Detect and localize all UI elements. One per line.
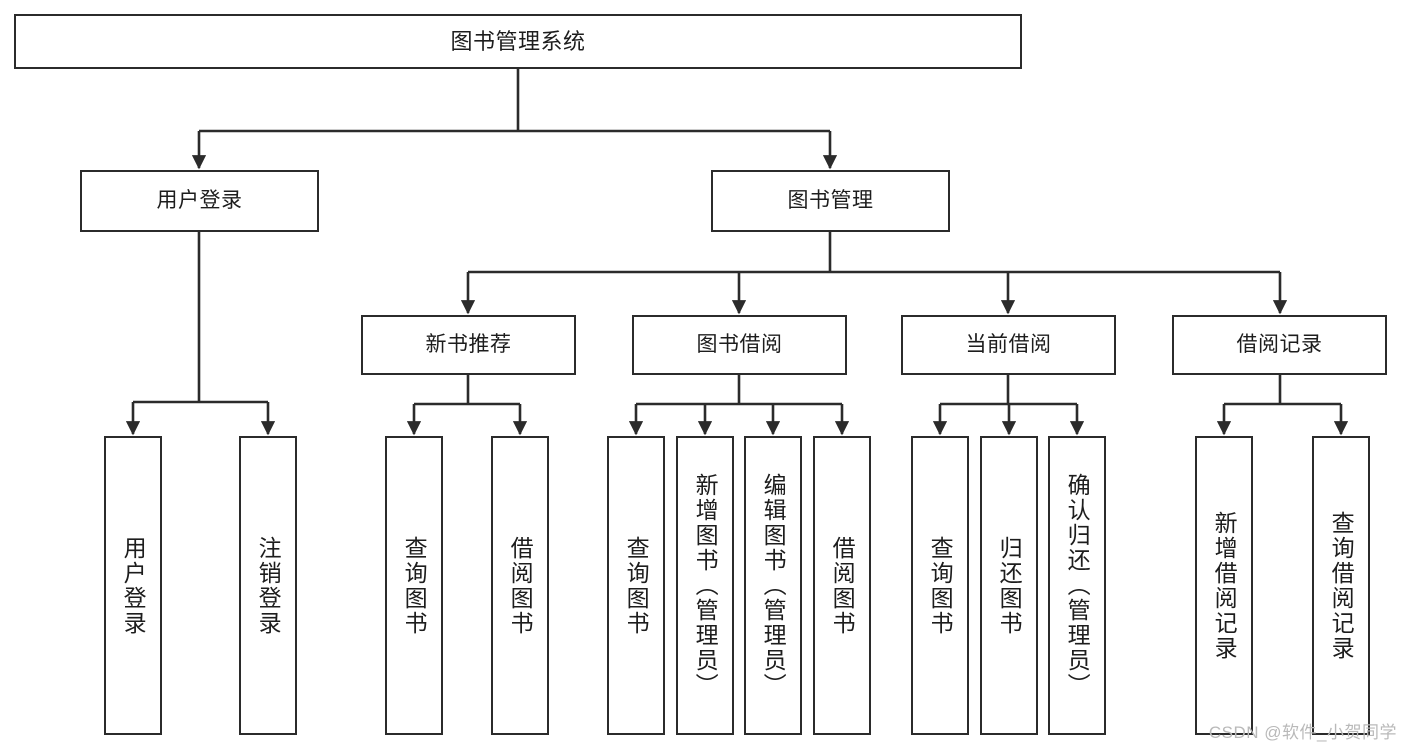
node-leaf-return-book[interactable]: 归还图书 (980, 436, 1038, 735)
node-leaf-edit-book-admin-label: 编辑图书（管理员） (760, 473, 787, 698)
node-leaf-borrow-book-2[interactable]: 借阅图书 (813, 436, 871, 735)
node-book-management-label: 图书管理 (787, 188, 874, 212)
node-leaf-borrow-book-1[interactable]: 借阅图书 (491, 436, 549, 735)
node-user-login-label: 用户登录 (156, 188, 243, 212)
node-current-borrow[interactable]: 当前借阅 (901, 315, 1116, 375)
node-leaf-query-book-1-label: 查询图书 (401, 535, 428, 636)
node-book-borrow[interactable]: 图书借阅 (632, 315, 847, 375)
node-leaf-user-login-label: 用户登录 (120, 535, 147, 636)
node-leaf-query-borrow-record[interactable]: 查询借阅记录 (1312, 436, 1370, 735)
node-borrow-record-label: 借阅记录 (1236, 332, 1323, 356)
node-leaf-confirm-return-admin-label: 确认归还（管理员） (1064, 473, 1091, 698)
node-root-label: 图书管理系统 (450, 28, 586, 54)
node-leaf-add-book-admin[interactable]: 新增图书（管理员） (676, 436, 734, 735)
node-leaf-query-borrow-record-label: 查询借阅记录 (1328, 510, 1355, 661)
node-current-borrow-label: 当前借阅 (965, 332, 1052, 356)
node-leaf-query-book-1[interactable]: 查询图书 (385, 436, 443, 735)
node-leaf-query-book-3-label: 查询图书 (927, 535, 954, 636)
node-leaf-query-book-2-label: 查询图书 (623, 535, 650, 636)
node-new-book-recommend-label: 新书推荐 (425, 332, 512, 356)
node-leaf-add-book-admin-label: 新增图书（管理员） (692, 473, 719, 698)
node-leaf-confirm-return-admin[interactable]: 确认归还（管理员） (1048, 436, 1106, 735)
node-root[interactable]: 图书管理系统 (14, 14, 1022, 69)
node-leaf-query-book-2[interactable]: 查询图书 (607, 436, 665, 735)
node-leaf-logout-login-label: 注销登录 (255, 535, 282, 636)
node-leaf-logout-login[interactable]: 注销登录 (239, 436, 297, 735)
node-leaf-add-borrow-record-label: 新增借阅记录 (1211, 510, 1238, 661)
node-borrow-record[interactable]: 借阅记录 (1172, 315, 1387, 375)
watermark: CSDN @软件_小贺同学 (1208, 723, 1397, 742)
node-user-login[interactable]: 用户登录 (80, 170, 319, 232)
node-book-borrow-label: 图书借阅 (696, 332, 783, 356)
node-leaf-return-book-label: 归还图书 (996, 535, 1023, 636)
node-new-book-recommend[interactable]: 新书推荐 (361, 315, 576, 375)
node-book-management[interactable]: 图书管理 (711, 170, 950, 232)
node-leaf-query-book-3[interactable]: 查询图书 (911, 436, 969, 735)
node-leaf-borrow-book-2-label: 借阅图书 (829, 535, 856, 636)
node-leaf-borrow-book-1-label: 借阅图书 (507, 535, 534, 636)
node-leaf-edit-book-admin[interactable]: 编辑图书（管理员） (744, 436, 802, 735)
node-leaf-add-borrow-record[interactable]: 新增借阅记录 (1195, 436, 1253, 735)
node-leaf-user-login[interactable]: 用户登录 (104, 436, 162, 735)
